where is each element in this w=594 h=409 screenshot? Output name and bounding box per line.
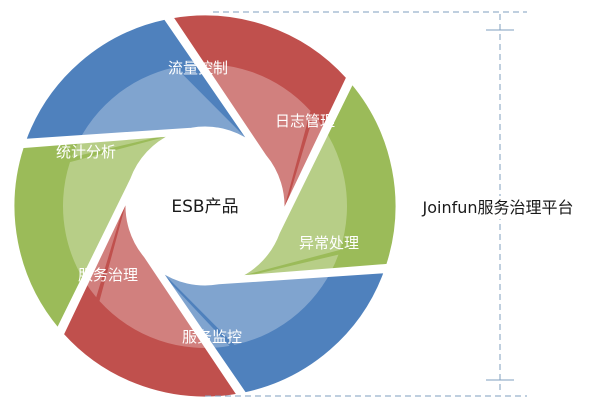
segment-label-4: 服务监控 [182,328,242,346]
segment-inner-band-6 [71,67,251,158]
segment-inner-band-5 [62,134,174,298]
segment-blade-4 [60,197,241,400]
segment-label-5: 服务治理 [78,266,138,284]
segment-inner-band-4 [99,197,230,348]
segment-label-6: 统计分析 [56,143,116,161]
segment-inner-band-2 [236,114,347,278]
segment-blade-5 [11,133,174,333]
center-hole [131,132,279,280]
platform-label: Joinfun服务治理平台 [421,198,573,217]
center-label: ESB产品 [171,197,238,217]
ring-segments [11,12,399,400]
segment-label-3: 异常处理 [299,234,359,252]
segment-label-1: 流量控制 [168,59,228,77]
platform-label-backdrop [417,196,578,219]
segment-label-2: 日志管理 [275,112,335,130]
segment-blade-1 [169,12,350,215]
segment-inner-band-3 [159,254,339,345]
segment-blade-3 [157,267,388,396]
segment-inner-band-1 [180,64,311,215]
segment-blade-2 [236,79,399,279]
segment-blade-6 [22,16,253,145]
